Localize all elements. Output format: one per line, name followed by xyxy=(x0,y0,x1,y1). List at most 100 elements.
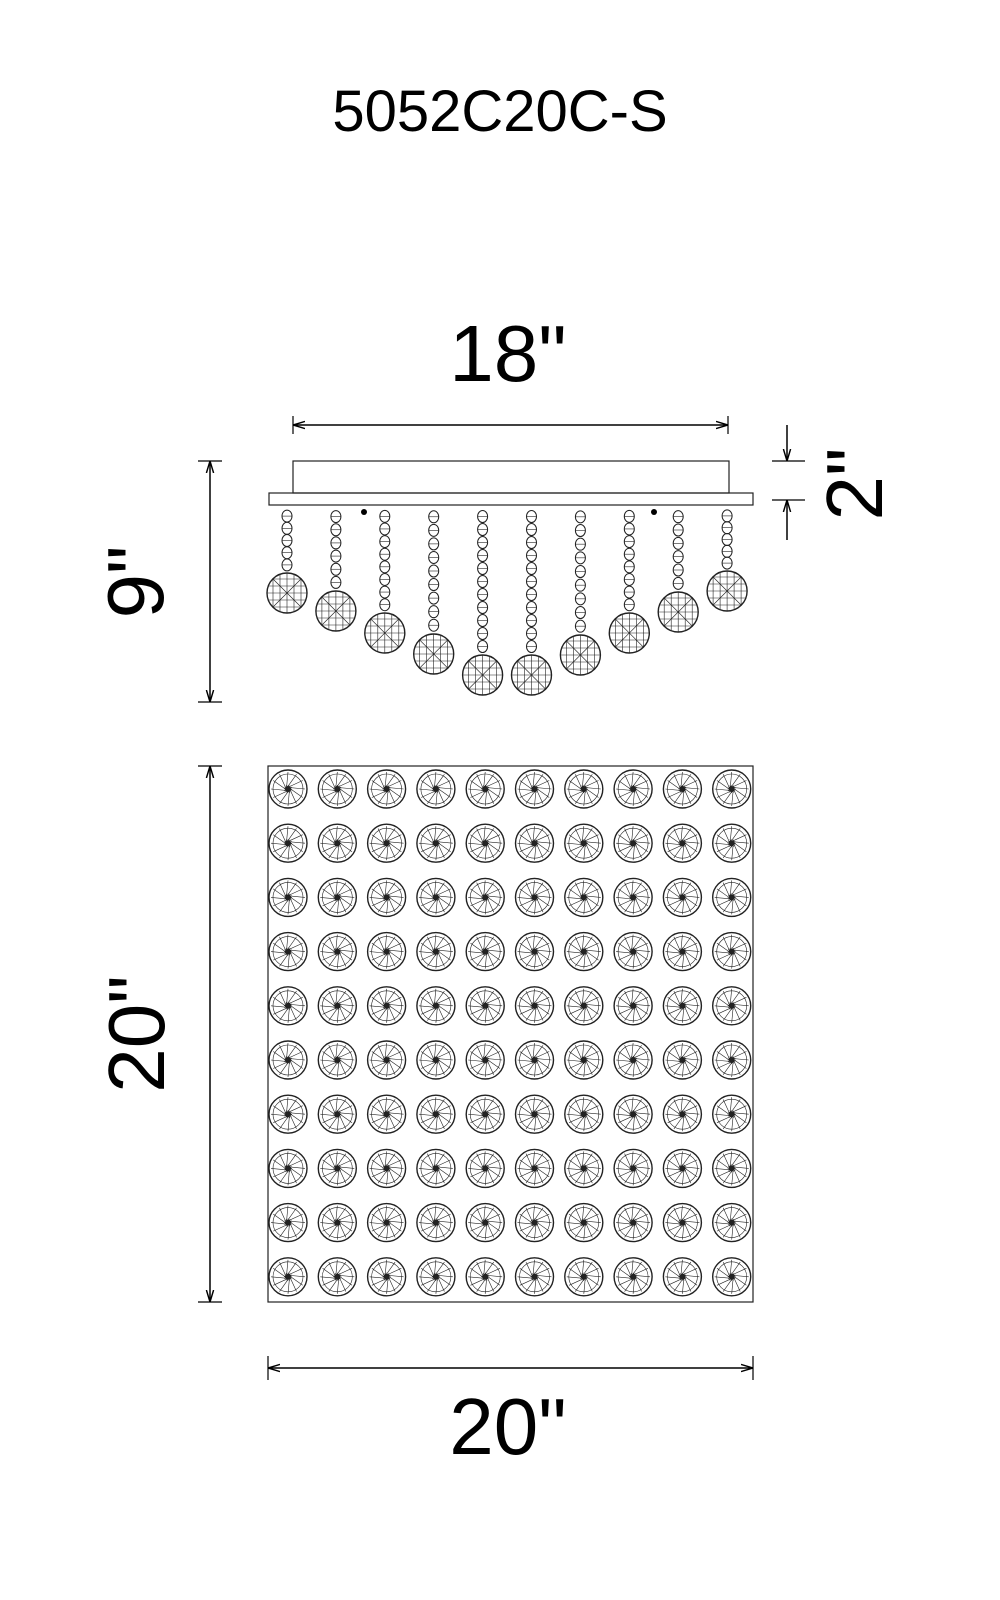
pendant xyxy=(706,509,748,612)
crystal-rosette xyxy=(564,1202,604,1243)
crystal-rosette xyxy=(366,1040,407,1080)
crystal-rosette xyxy=(712,1202,752,1243)
crystal-rosette xyxy=(465,986,505,1026)
crystal-rosette xyxy=(613,877,653,918)
crystal-rosette xyxy=(416,1040,456,1080)
crystal-rosette xyxy=(416,1148,456,1189)
crystal-rosette xyxy=(465,1094,505,1134)
crystal-rosette xyxy=(564,769,604,809)
crystal-rosette xyxy=(268,931,308,972)
crystal-rosette xyxy=(268,769,308,809)
crystal-rosette xyxy=(564,1257,604,1297)
crystal-rosette xyxy=(317,1094,357,1134)
side-width-label: 18" xyxy=(449,309,566,398)
pendant xyxy=(608,509,650,654)
top-width-label: 20" xyxy=(449,1382,566,1471)
crystal-rosette xyxy=(662,1202,703,1243)
crystal-rosette xyxy=(317,1148,357,1189)
crystal-rosette xyxy=(366,877,407,918)
crystal-rosette xyxy=(662,1148,703,1189)
crystal-rosette xyxy=(514,823,555,863)
crystal-rosette xyxy=(564,986,604,1026)
crystal-rosette xyxy=(465,1148,505,1189)
crystal-rosette xyxy=(366,1257,407,1297)
crystal-rosette xyxy=(268,1094,308,1134)
top-depth-label: 20" xyxy=(92,975,181,1092)
canopy-height-label: 2" xyxy=(810,448,899,521)
crystal-rosette xyxy=(564,1040,604,1080)
crystal-rosette xyxy=(564,1148,604,1189)
crystal-rosette xyxy=(712,823,752,863)
crystal-rosette xyxy=(712,1148,752,1189)
crystal-rosette xyxy=(514,877,555,918)
overall-height-label: 9" xyxy=(91,546,180,619)
crystal-rosette xyxy=(514,1257,555,1297)
crystal-rosette xyxy=(317,877,357,918)
crystal-rosette xyxy=(613,769,653,809)
crystal-rosette xyxy=(613,1202,653,1243)
top-view: 20" 20" xyxy=(92,765,754,1471)
crystal-rosette xyxy=(514,986,555,1026)
crystal-rosette xyxy=(317,931,357,972)
crystal-rosette xyxy=(662,769,703,809)
crystal-rosette xyxy=(416,823,456,863)
crystal-rosette xyxy=(712,769,752,809)
crystal-rosette xyxy=(268,877,308,918)
crystal-rosette xyxy=(268,1148,308,1189)
crystal-rosette xyxy=(564,1094,604,1134)
crystal-rosette xyxy=(465,769,505,809)
crystal-rosette xyxy=(317,986,357,1026)
crystal-rosette xyxy=(366,1094,407,1134)
crystal-rosette xyxy=(268,1040,308,1080)
crystal-rosette xyxy=(366,931,407,972)
crystal-rosette xyxy=(712,986,752,1026)
crystal-rosette xyxy=(366,769,407,809)
crystal-rosette xyxy=(613,1040,653,1080)
crystal-grid xyxy=(268,769,752,1297)
crystal-rosette xyxy=(613,931,653,972)
crystal-rosette xyxy=(366,1148,407,1189)
crystal-rosette xyxy=(416,769,456,809)
crystal-rosette xyxy=(514,769,555,809)
crystal-rosette xyxy=(662,986,703,1026)
crystal-rosette xyxy=(317,1040,357,1080)
pendant xyxy=(364,509,406,654)
crystal-rosette xyxy=(416,1257,456,1297)
crystal-rosette xyxy=(514,1148,555,1189)
crystal-rosette xyxy=(712,931,752,972)
crystal-rosette xyxy=(317,1257,357,1297)
crystal-rosette xyxy=(268,1257,308,1297)
crystal-rosette xyxy=(613,823,653,863)
crystal-rosette xyxy=(465,931,505,972)
crystal-rosette xyxy=(613,1257,653,1297)
crystal-rosette xyxy=(514,1202,555,1243)
crystal-rosette xyxy=(712,877,752,918)
canopy-plate xyxy=(268,492,754,506)
crystal-rosette xyxy=(465,1202,505,1243)
side-view: 18" 2" 9" xyxy=(91,309,899,703)
pendant xyxy=(413,510,455,675)
crystal-rosette xyxy=(712,1040,752,1080)
crystal-rosette xyxy=(317,769,357,809)
crystal-rosette xyxy=(317,1202,357,1243)
crystal-pendants xyxy=(266,509,748,696)
crystal-rosette xyxy=(416,1202,456,1243)
canopy-box xyxy=(292,460,730,494)
crystal-rosette xyxy=(662,1040,703,1080)
crystal-rosette xyxy=(514,1094,555,1134)
pendant xyxy=(510,510,553,696)
crystal-rosette xyxy=(564,877,604,918)
model-number-title: 5052C20C-S xyxy=(332,79,667,144)
crystal-rosette xyxy=(317,823,357,863)
mount-screw-left xyxy=(361,509,367,515)
crystal-rosette xyxy=(514,931,555,972)
mount-screw-right xyxy=(651,509,657,515)
crystal-rosette xyxy=(268,1202,308,1243)
crystal-rosette xyxy=(662,931,703,972)
crystal-rosette xyxy=(268,823,308,863)
crystal-rosette xyxy=(416,877,456,918)
crystal-rosette xyxy=(416,931,456,972)
crystal-rosette xyxy=(366,1202,407,1243)
pendant xyxy=(657,510,699,633)
crystal-rosette xyxy=(613,986,653,1026)
